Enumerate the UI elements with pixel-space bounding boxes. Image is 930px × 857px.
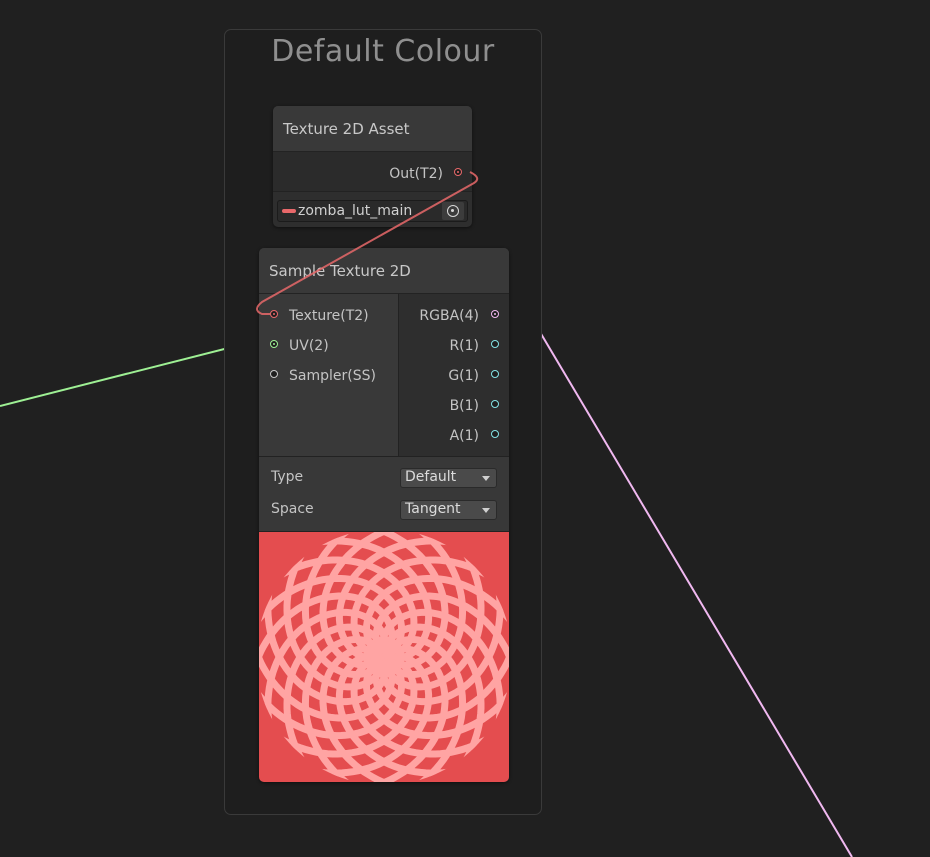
lattice-spiral: [350, 653, 496, 758]
b-output-port[interactable]: [491, 400, 499, 408]
sample-node-title[interactable]: Sample Texture 2D: [259, 248, 509, 294]
input-slots: Texture(T2) UV(2) Sampler(SS): [259, 294, 398, 456]
lattice-spiral: [259, 574, 405, 661]
chevron-down-icon: [482, 508, 490, 513]
preview-pattern: [259, 532, 509, 782]
r-output-port[interactable]: [491, 340, 499, 348]
lattice-spiral: [380, 532, 467, 678]
lattice-spiral: [378, 585, 504, 706]
lattice-spiral: [264, 608, 390, 729]
rgba-output-port[interactable]: [491, 310, 499, 318]
uv-input-label: UV(2): [289, 338, 329, 354]
output-slots: RGBA(4) R(1) G(1) B(1) A(1): [399, 294, 509, 456]
sampler-input-port[interactable]: [270, 370, 278, 378]
type-dropdown[interactable]: Default: [400, 468, 497, 488]
a-output-port[interactable]: [491, 430, 499, 438]
lattice-spiral: [272, 556, 418, 661]
lattice-spiral: [361, 532, 449, 669]
type-value: Default: [405, 469, 457, 485]
lattice-spiral: [319, 645, 407, 782]
lattice-spiral: [259, 592, 396, 680]
g-output-label: G(1): [448, 368, 479, 384]
texture-input-label: Texture(T2): [289, 308, 369, 324]
target-icon: [447, 205, 459, 217]
object-picker-button[interactable]: [442, 202, 464, 220]
rgba-wire[interactable]: [500, 314, 853, 857]
rgba-output-label: RGBA(4): [419, 308, 479, 324]
lattice-spiral: [301, 636, 388, 782]
asset-node-title[interactable]: Texture 2D Asset: [273, 106, 472, 152]
asset-output-port[interactable]: [454, 168, 462, 176]
lattice-spiral: [363, 653, 509, 740]
texture-asset-field[interactable]: zomba_lut_main: [277, 200, 468, 222]
texture-2d-asset-node[interactable]: Texture 2D Asset Out(T2) zomba_lut_main: [273, 106, 472, 227]
texture-type-swatch: [282, 209, 296, 213]
b-output-label: B(1): [449, 398, 479, 414]
space-value: Tangent: [405, 501, 461, 517]
type-label: Type: [271, 469, 304, 485]
sample-texture-2d-node[interactable]: Sample Texture 2D Texture(T2) UV(2) Samp…: [259, 248, 509, 782]
space-dropdown[interactable]: Tangent: [400, 500, 497, 520]
space-label: Space: [271, 501, 314, 517]
r-output-label: R(1): [449, 338, 479, 354]
asset-output-row: Out(T2): [273, 152, 472, 192]
node-properties: Type Default Space Tangent: [259, 456, 509, 532]
chevron-down-icon: [482, 476, 490, 481]
group-title[interactable]: Default Colour: [271, 34, 495, 69]
lattice-spiral: [312, 537, 433, 663]
slot-divider: [398, 294, 399, 456]
lattice-spiral: [372, 634, 509, 722]
texture-input-port[interactable]: [270, 310, 278, 318]
lattice-spiral: [380, 545, 485, 691]
uv-input-port[interactable]: [270, 340, 278, 348]
g-output-port[interactable]: [491, 370, 499, 378]
texture-preview: [259, 532, 509, 782]
lattice-spiral: [283, 623, 388, 769]
a-output-label: A(1): [449, 428, 479, 444]
asset-output-label: Out(T2): [389, 166, 443, 182]
sampler-input-label: Sampler(SS): [289, 368, 376, 384]
lattice-spiral: [335, 651, 456, 777]
texture-asset-name: zomba_lut_main: [298, 203, 413, 219]
